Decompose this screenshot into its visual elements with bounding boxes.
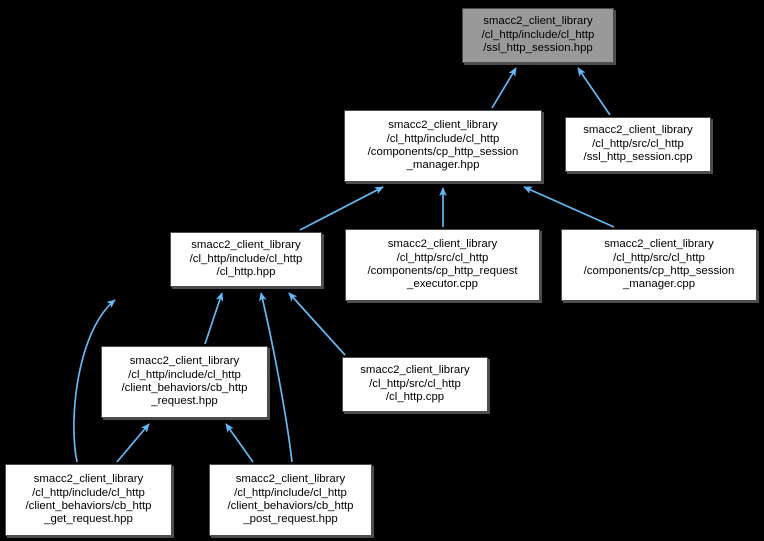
node-label-line: /cl_http.cpp xyxy=(385,391,445,404)
graph-node-cb_http_get_request_hpp[interactable]: smacc2_client_library/cl_http/include/cl… xyxy=(5,464,172,536)
node-label-line: smacc2_client_library xyxy=(129,355,240,368)
edge-cp_http_session_manager_hpp-to-ssl_http_session_hpp xyxy=(491,67,517,109)
node-label-line: _executor.cpp xyxy=(407,278,478,291)
node-label-line: _get_request.hpp xyxy=(44,513,133,526)
node-label-line: /cl_http/src/cl_http xyxy=(613,251,705,264)
node-label-line: smacc2_client_library xyxy=(360,364,470,377)
node-label-line: /cl_http/include/cl_http xyxy=(386,132,500,145)
edge-cb_http_post_request_hpp-to-cb_http_request_hpp xyxy=(225,423,254,463)
node-label-line: smacc2_client_library xyxy=(387,238,498,251)
graph-node-cl_http_cpp[interactable]: smacc2_client_library/cl_http/src/cl_htt… xyxy=(342,357,488,412)
node-label-line: _manager.cpp xyxy=(622,278,696,291)
node-label-line: smacc2_client_library xyxy=(583,124,693,137)
edge-ssl_http_session_cpp-to-ssl_http_session_hpp xyxy=(577,67,611,116)
node-label-line: /components/cp_http_session xyxy=(367,146,519,158)
node-label-line: /client_behaviors/cb_http xyxy=(25,500,152,512)
node-label-line: /client_behaviors/cb_http xyxy=(121,382,248,394)
node-label-line: /ssl_http_session.cpp xyxy=(583,151,693,164)
graph-node-ssl_http_session_hpp[interactable]: smacc2_client_library/cl_http/include/cl… xyxy=(462,8,614,63)
node-label-line: /cl_http/include/cl_http xyxy=(32,486,145,499)
node-label-line: smacc2_client_library xyxy=(191,239,301,252)
graph-node-cp_http_request_executor_cpp[interactable]: smacc2_client_library/cl_http/src/cl_htt… xyxy=(345,229,540,301)
node-label-line: /ssl_http_session.hpp xyxy=(483,42,593,55)
node-label-line: /components/cp_http_request xyxy=(367,265,518,277)
graph-node-cp_http_session_manager_cpp[interactable]: smacc2_client_library/cl_http/src/cl_htt… xyxy=(561,229,757,301)
node-label-line: _request.hpp xyxy=(151,395,218,408)
node-label-line: smacc2_client_library xyxy=(604,238,714,251)
graph-node-ssl_http_session_cpp[interactable]: smacc2_client_library/cl_http/src/cl_htt… xyxy=(565,117,711,172)
node-label-line: /cl_http/include/cl_http xyxy=(481,28,595,41)
node-label-line: /cl_http/src/cl_http xyxy=(396,251,489,264)
node-label-line: _manager.hpp xyxy=(406,159,480,172)
edge-cl_http_cpp-to-cl_http_hpp xyxy=(288,292,346,356)
graph-node-cl_http_hpp[interactable]: smacc2_client_library/cl_http/include/cl… xyxy=(170,232,322,287)
node-label-line: smacc2_client_library xyxy=(33,473,144,486)
node-label-line: /cl_http/src/cl_http xyxy=(369,377,461,390)
node-label-line: /client_behaviors/cb_http xyxy=(227,500,354,512)
edge-cb_http_get_request_hpp-to-cb_http_request_hpp xyxy=(116,423,150,463)
edge-cp_http_session_manager_cpp-to-cp_http_session_manager_hpp xyxy=(523,186,615,228)
graph-node-cb_http_post_request_hpp[interactable]: smacc2_client_library/cl_http/include/cl… xyxy=(209,464,372,536)
node-label-line: smacc2_client_library xyxy=(388,119,498,132)
node-label-line: /cl_http/include/cl_http xyxy=(128,368,241,381)
node-label-line: /cl_http.hpp xyxy=(216,266,276,279)
node-label-line: /cl_http/include/cl_http xyxy=(234,486,347,499)
node-label-line: /cl_http/include/cl_http xyxy=(189,252,303,265)
node-label-line: /cl_http/src/cl_http xyxy=(592,137,684,150)
node-label-line: /components/cp_http_session xyxy=(583,265,735,277)
node-label-line: _post_request.hpp xyxy=(243,513,338,526)
edge-cb_http_request_hpp-to-cl_http_hpp xyxy=(204,292,224,345)
graph-node-cb_http_request_hpp[interactable]: smacc2_client_library/cl_http/include/cl… xyxy=(101,346,268,418)
node-label-line: smacc2_client_library xyxy=(483,15,593,28)
edge-cl_http_hpp-to-cp_http_session_manager_hpp xyxy=(299,186,384,231)
node-label-line: smacc2_client_library xyxy=(235,473,346,486)
graph-node-cp_http_session_manager_hpp[interactable]: smacc2_client_library/cl_http/include/cl… xyxy=(344,110,542,182)
